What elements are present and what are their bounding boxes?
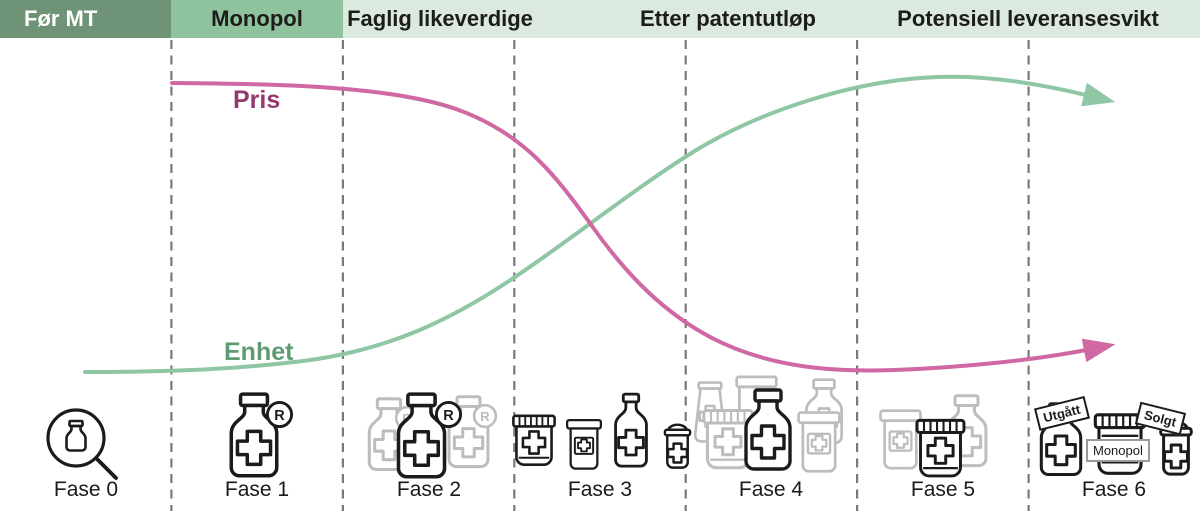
fase3-label: Fase 3 xyxy=(567,478,633,501)
tall-bottle-icon xyxy=(614,392,648,468)
header-label-for-mt: Før MT xyxy=(24,6,98,31)
fase4-cluster-icon xyxy=(693,375,843,473)
fase0-label: Fase 0 xyxy=(53,478,119,501)
header-label-etter-patentutlop: Etter patentutløp xyxy=(640,6,816,31)
fase1-label: Fase 1 xyxy=(224,478,290,501)
gray-r-badge-icon xyxy=(472,403,498,429)
ribbed-jar-icon xyxy=(915,418,966,478)
fase2-bottles-icon xyxy=(367,392,498,479)
fase3-containers-icon xyxy=(512,392,692,470)
fase6-label: Fase 6 xyxy=(1081,478,1147,501)
fase2-label: Fase 2 xyxy=(396,478,462,501)
ribbed-jar-icon xyxy=(512,414,556,466)
gray-cylinder-jar-icon xyxy=(797,411,841,473)
magnifier-icon xyxy=(46,408,118,480)
fase5-jar-icon xyxy=(879,394,988,478)
header-band-monopol: Monopol xyxy=(171,0,343,38)
pris-curve xyxy=(170,81,1116,373)
r-badge-icon xyxy=(265,400,294,429)
r-badge-icon xyxy=(434,400,463,429)
header-label-potensiell-leveransesvikt: Potensiell leveransesvikt xyxy=(897,6,1159,31)
cylinder-jar-icon xyxy=(566,418,602,470)
header-band-for-mt: Før MT xyxy=(0,0,171,38)
monopol-tag: Monopol xyxy=(1086,439,1150,462)
header-label-faglig-likeverdige: Faglig likeverdige xyxy=(347,6,533,31)
enhet-curve xyxy=(83,74,1116,374)
fase0-magnifier-vial-icon xyxy=(46,408,118,480)
header-band-light: Faglig likeverdige Etter patentutløp Pot… xyxy=(343,0,1200,38)
fase1-bottle-icon xyxy=(229,392,294,478)
pris-curve-label: Pris xyxy=(233,86,281,114)
enhet-curve-label: Enhet xyxy=(224,338,294,366)
fase4-label: Fase 4 xyxy=(738,478,804,501)
gray-cylinder-jar-icon xyxy=(879,409,922,470)
header-label-monopol: Monopol xyxy=(211,6,303,31)
fase5-label: Fase 5 xyxy=(910,478,976,501)
